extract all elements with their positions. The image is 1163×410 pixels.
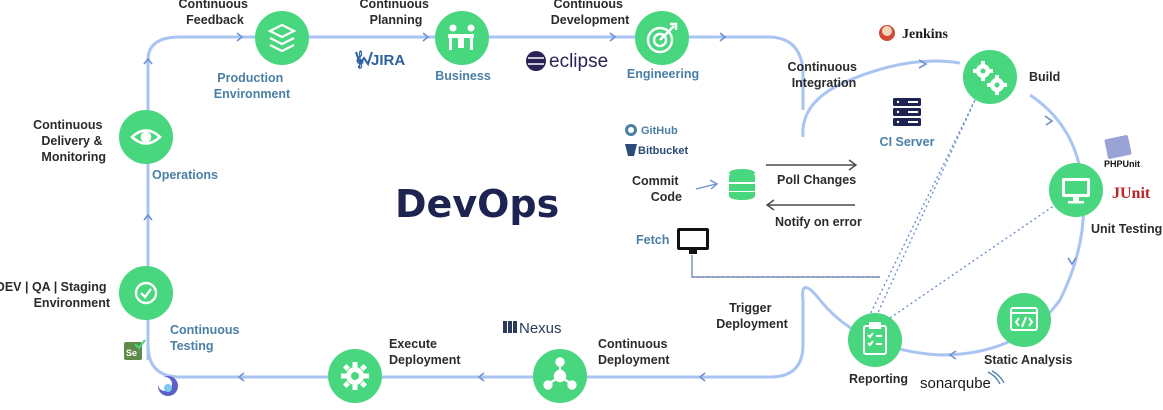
eye-icon bbox=[130, 129, 162, 145]
github-logo: GitHub bbox=[625, 124, 678, 137]
target-icon bbox=[646, 22, 678, 54]
staging-environment-node bbox=[119, 266, 173, 320]
sonarqube-logo: sonarqube bbox=[920, 370, 1005, 392]
unit-testing-label: Unit Testing bbox=[1091, 222, 1162, 236]
flow-arrows bbox=[143, 32, 1077, 382]
production-environment-node bbox=[255, 11, 309, 65]
commit-code-label: Commit Code bbox=[632, 174, 682, 204]
engineering-label: Engineering bbox=[627, 67, 699, 81]
check-circle-icon bbox=[134, 281, 158, 305]
jenkins-logo: Jenkins bbox=[879, 25, 948, 42]
bitbucket-label: Bitbucket bbox=[638, 145, 688, 157]
staging-environment-label: DEV | QA | Staging Environment bbox=[0, 280, 111, 310]
meeting-icon bbox=[448, 24, 475, 50]
operations-node bbox=[119, 110, 173, 164]
eclipse-label: eclipse bbox=[549, 51, 608, 72]
phpunit-logo: PHPUnit bbox=[1104, 135, 1140, 169]
business-node bbox=[435, 11, 489, 65]
continuous-deployment-node bbox=[533, 349, 587, 403]
static-analysis-node bbox=[997, 293, 1051, 347]
ci-server-label: CI Server bbox=[880, 135, 935, 149]
nexus-label: Nexus bbox=[519, 320, 562, 337]
hub-icon bbox=[543, 357, 577, 390]
monitor-icon bbox=[1062, 178, 1090, 204]
jira-label: JIRA bbox=[371, 52, 405, 69]
code-window-icon bbox=[1010, 307, 1038, 331]
continuous-testing-label: Continuous Testing bbox=[170, 323, 243, 353]
selenium-icon: Se bbox=[124, 339, 146, 360]
business-label: Business bbox=[435, 69, 491, 83]
svg-text:Se: Se bbox=[126, 348, 137, 358]
continuous-feedback-label: Continuous Feedback bbox=[179, 0, 252, 27]
github-label: GitHub bbox=[641, 125, 678, 137]
layers-icon bbox=[267, 23, 297, 53]
execute-deployment-label: Execute Deployment bbox=[389, 337, 461, 367]
junit-logo: JUnit bbox=[1112, 185, 1151, 202]
fetch-label: Fetch bbox=[636, 233, 669, 247]
unit-testing-node bbox=[1049, 163, 1103, 217]
continuous-delivery-monitoring-label: Continuous Delivery & Monitoring bbox=[33, 118, 106, 164]
engineering-node bbox=[635, 11, 689, 65]
build-node bbox=[963, 50, 1017, 104]
operations-label: Operations bbox=[152, 168, 218, 182]
junit-label: JUnit bbox=[1112, 185, 1151, 202]
clipboard-icon bbox=[863, 322, 887, 355]
diagram-title: DevOps bbox=[395, 182, 559, 226]
server-icon bbox=[893, 98, 921, 126]
swirl-icon bbox=[158, 376, 178, 396]
phpunit-label: PHPUnit bbox=[1104, 159, 1140, 169]
gears-icon bbox=[973, 61, 1007, 95]
trigger-deployment-label: Trigger Deployment bbox=[716, 301, 788, 331]
execute-deployment-node bbox=[328, 349, 382, 403]
nexus-logo: Nexus bbox=[503, 320, 562, 337]
build-label: Build bbox=[1029, 70, 1060, 84]
static-analysis-label: Static Analysis bbox=[984, 353, 1073, 367]
notify-on-error-label: Notify on error bbox=[775, 215, 862, 229]
jenkins-label: Jenkins bbox=[902, 27, 948, 42]
continuous-deployment-label: Continuous Deployment bbox=[598, 337, 671, 367]
eclipse-logo: eclipse bbox=[526, 51, 608, 72]
continuous-planning-label: Continuous Planning bbox=[360, 0, 433, 27]
continuous-development-label: Continuous Development bbox=[551, 0, 630, 27]
sonarqube-label: sonarqube bbox=[920, 375, 991, 392]
dotted-connectors bbox=[692, 99, 1056, 336]
database-icon bbox=[729, 169, 755, 200]
production-environment-label: Production Environment bbox=[214, 71, 291, 101]
jira-logo: 𝄞 JIRA bbox=[355, 50, 405, 69]
reporting-node bbox=[848, 313, 902, 367]
bitbucket-logo: Bitbucket bbox=[625, 144, 688, 157]
continuous-integration-label: Continuous Integration bbox=[788, 60, 861, 90]
gear-icon bbox=[341, 362, 369, 390]
desktop-icon bbox=[677, 228, 709, 254]
commit-arrows bbox=[691, 159, 880, 278]
poll-changes-label: Poll Changes bbox=[777, 173, 856, 187]
reporting-label: Reporting bbox=[849, 372, 908, 386]
